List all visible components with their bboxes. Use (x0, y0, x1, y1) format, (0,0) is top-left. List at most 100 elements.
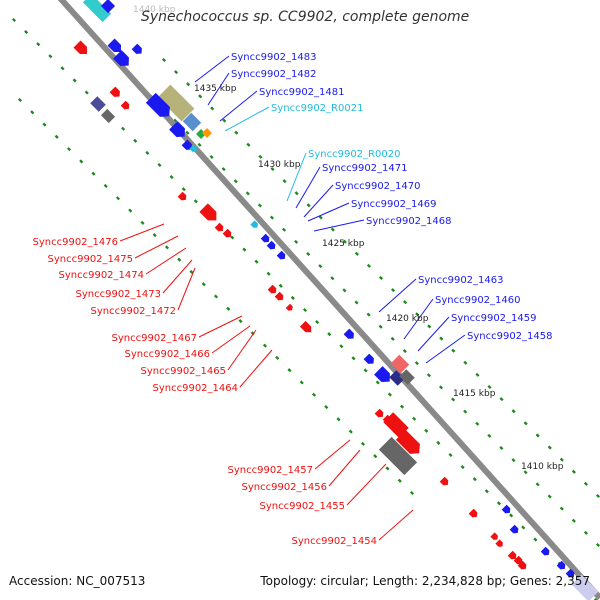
tick-mark (327, 332, 332, 337)
leader-line (227, 329, 257, 371)
tick-mark (174, 70, 179, 75)
gene-label-forward: Syncc9902_1481 (259, 87, 345, 98)
tick-mark (152, 233, 157, 238)
forward-gene (363, 353, 374, 364)
reverse-gene (274, 291, 284, 301)
tick-mark (583, 481, 588, 486)
leader-line (134, 235, 179, 259)
leader-line (239, 349, 273, 388)
tick-mark (414, 361, 419, 366)
feature-box (571, 574, 599, 600)
tick-mark (161, 57, 167, 63)
gene-label-forward: Syncc9902_1471 (322, 163, 408, 174)
forward-gene (260, 233, 270, 243)
tick-mark (30, 110, 35, 115)
leader-line (303, 184, 334, 218)
tick-mark (375, 380, 380, 385)
tick-mark (583, 530, 588, 535)
tick-mark (409, 490, 415, 496)
accession-text: Accession: NC_007513 (9, 574, 146, 588)
feature-box (383, 412, 409, 438)
leader-line (346, 463, 387, 506)
leader-line (378, 278, 417, 313)
tick-mark (294, 191, 299, 196)
reverse-gene (199, 203, 217, 221)
reverse-gene (285, 303, 293, 311)
tick-mark (209, 154, 214, 160)
feature-box (399, 369, 415, 385)
forward-gene (107, 38, 122, 53)
tick-mark (169, 175, 174, 180)
tick-mark (278, 283, 283, 288)
gene-arrow (145, 92, 170, 117)
gene-arrow (109, 86, 120, 97)
tick-mark (593, 597, 598, 600)
forward-gene (565, 568, 575, 578)
tick-mark (487, 384, 492, 390)
tick-mark (330, 227, 335, 232)
gene-label-forward: Syncc9902_1469 (351, 199, 437, 210)
tick-mark (448, 452, 453, 458)
gene-label-forward: Syncc9902_R0021 (271, 103, 363, 114)
tick-mark (387, 392, 392, 397)
leader-line (194, 55, 230, 83)
tick-mark (390, 336, 395, 341)
reverse-gene (439, 476, 449, 486)
tick-mark (460, 465, 465, 470)
gene-label-forward: Syncc9902_R0020 (308, 149, 400, 160)
tick-mark (128, 208, 133, 213)
tick-mark (299, 380, 304, 385)
tick-mark (173, 118, 178, 123)
tick-mark (257, 203, 262, 208)
gene-arrow (131, 43, 142, 54)
gene-arrow (517, 560, 527, 570)
forward-gene (145, 92, 170, 117)
tick-mark (535, 482, 540, 487)
reverse-gene (109, 86, 120, 97)
tick-mark (354, 300, 359, 305)
reverse-gene (490, 532, 498, 540)
gene-arrow (274, 291, 284, 301)
tick-mark (233, 179, 238, 184)
leader-line (313, 219, 365, 232)
gene-arrow (107, 38, 122, 53)
forward-gene (571, 574, 599, 600)
gene-label-reverse: Syncc9902_1456 (242, 482, 328, 493)
tick-mark (378, 324, 383, 329)
feature-box (202, 128, 212, 138)
gene-arrow (495, 539, 503, 547)
feature-box (390, 354, 410, 374)
gene-arrow (222, 228, 232, 238)
tick-mark (399, 404, 405, 409)
tick-mark (177, 257, 182, 262)
forward-gene (556, 560, 566, 570)
reverse-gene (214, 222, 224, 232)
tick-mark (24, 30, 29, 35)
gene-arrow (113, 50, 129, 66)
tick-mark (348, 429, 353, 434)
forward-gene (266, 240, 276, 250)
tick-mark (523, 421, 528, 426)
gene-arrow (169, 121, 185, 137)
gene-arrow (501, 504, 511, 514)
gene-arrow (468, 508, 478, 518)
tick-mark (339, 344, 344, 349)
gene-arrow (507, 550, 517, 560)
tick-mark (499, 445, 504, 451)
leader-line (219, 90, 258, 122)
tick-mark (439, 336, 444, 341)
label-leader-lines (119, 55, 466, 541)
scale-label: 1415 kbp (453, 389, 496, 399)
tick-mark (11, 17, 17, 23)
leader-line (378, 509, 414, 541)
tick-mark (391, 288, 396, 293)
tick-mark (84, 90, 89, 95)
tick-mark (66, 147, 72, 152)
reverse-gene (299, 320, 312, 333)
tick-mark (145, 150, 150, 155)
tick-mark (181, 187, 186, 192)
tick-mark (234, 130, 239, 135)
gene-arrow (363, 353, 374, 364)
